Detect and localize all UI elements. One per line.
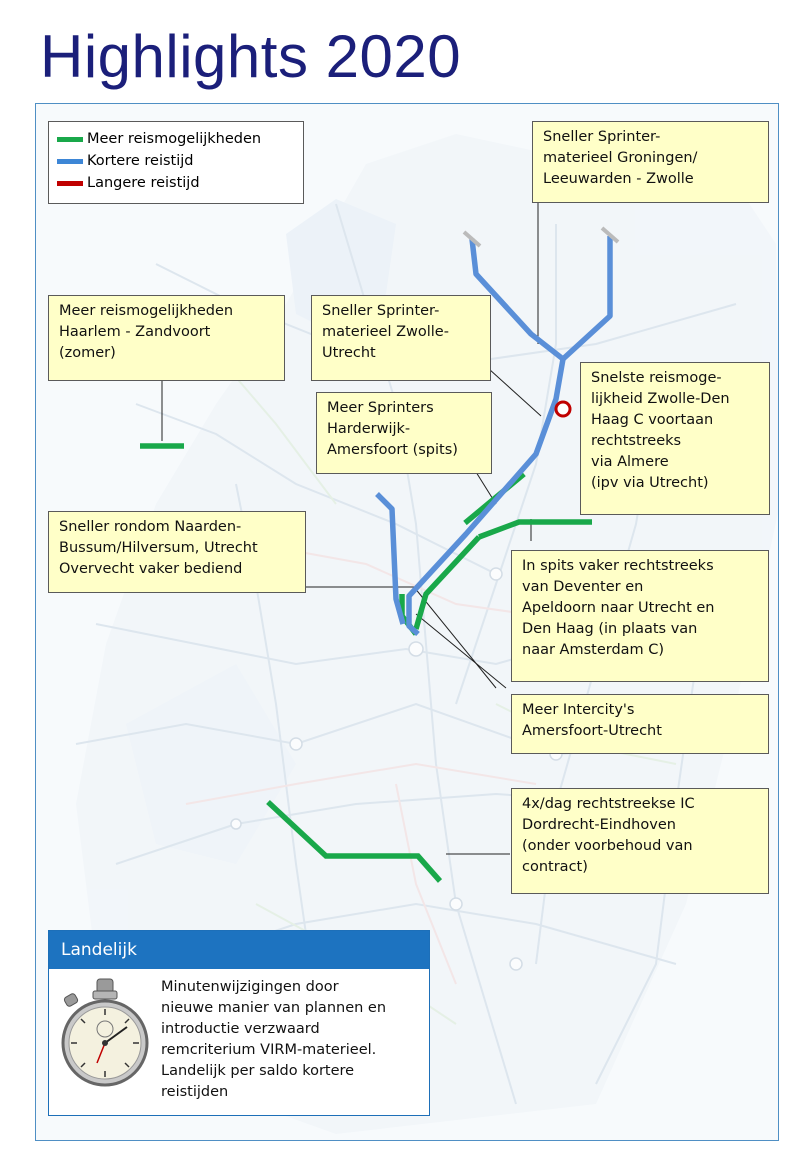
network-map: Meer reismogelijkheden Kortere reistijd …	[35, 103, 779, 1141]
route-leeuwarden-zwolle	[561, 236, 613, 362]
legend-item-more: Meer reismogelijkheden	[57, 128, 295, 150]
route-dordrecht-eindhoven	[266, 799, 443, 883]
callout-intercity-amersfoort: Meer Intercity's Amersfoort-Utrecht	[511, 694, 769, 754]
legend-item-shorter: Kortere reistijd	[57, 150, 295, 172]
landelijk-panel: Landelijk Minutenwijzigingen door nieuwe…	[48, 930, 430, 1116]
legend-label: Meer reismogelijkheden	[87, 131, 262, 147]
callout-zwolle-almere: Snelste reismoge- lijkheid Zwolle-Den Ha…	[580, 362, 770, 515]
legend-swatch-green	[57, 136, 83, 142]
legend-label: Kortere reistijd	[87, 153, 194, 169]
route-zwolle-utrecht	[406, 358, 566, 637]
callout-deventer-apeldoorn: In spits vaker rechtstreeks van Deventer…	[511, 550, 769, 682]
callout-groningen-zwolle: Sneller Sprinter- materieel Groningen/ L…	[532, 121, 769, 203]
route-groningen-zwolle	[469, 238, 565, 362]
route-deventer-utrecht	[413, 535, 482, 630]
zwolle-station-marker	[554, 400, 572, 418]
landelijk-text: Minutenwijzigingen door nieuwe manier va…	[161, 979, 387, 1100]
callout-naarden-hilversum: Sneller rondom Naarden- Bussum/Hilversum…	[48, 511, 306, 593]
blue-routes	[375, 236, 613, 637]
green-routes	[140, 443, 592, 883]
line-ends	[462, 226, 620, 248]
callout-haarlem-zandvoort: Meer reismogelijkheden Haarlem - Zandvoo…	[48, 295, 285, 381]
legend-swatch-red	[57, 180, 83, 186]
legend-item-longer: Langere reistijd	[57, 172, 295, 194]
route-deventer-apeldoorn	[478, 519, 592, 540]
landelijk-header: Landelijk	[49, 931, 429, 969]
callout-harderwijk-amersfoort: Meer Sprinters Harderwijk- Amersfoort (s…	[316, 392, 492, 474]
legend: Meer reismogelijkheden Kortere reistijd …	[48, 121, 304, 204]
legend-swatch-blue	[57, 158, 83, 164]
callout-dordrecht-eindhoven: 4x/dag rechtstreekse IC Dordrecht-Eindho…	[511, 788, 769, 894]
callout-zwolle-utrecht: Sneller Sprinter- materieel Zwolle- Utre…	[311, 295, 491, 381]
legend-label: Langere reistijd	[87, 175, 200, 191]
route-naarden-blue	[375, 492, 406, 625]
page-title: Highlights 2020	[40, 23, 462, 90]
stopwatch-icon	[61, 978, 149, 1087]
